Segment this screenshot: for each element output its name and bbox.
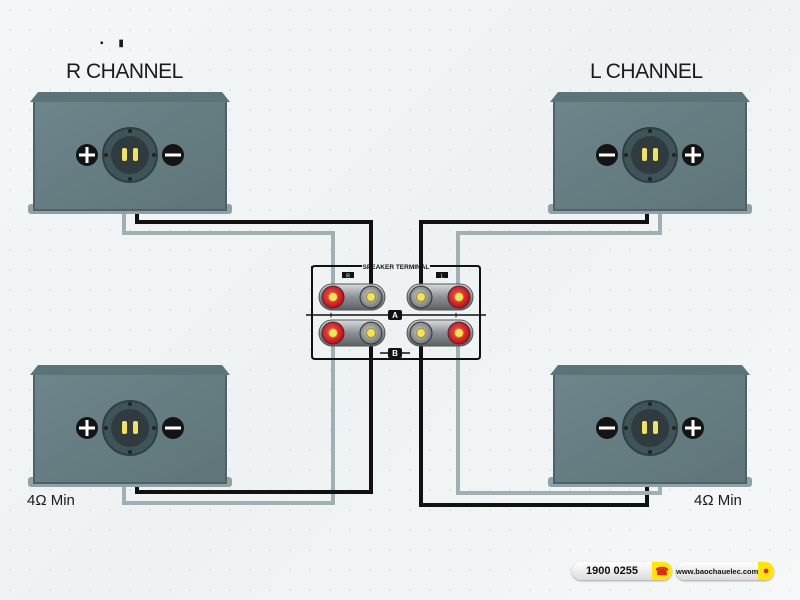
speaker-top: [30, 92, 230, 102]
terminal-pin: [366, 328, 376, 338]
tag-l-text: L: [441, 273, 444, 279]
r-channel-label: R CHANNEL: [66, 60, 183, 83]
port-screw: [128, 129, 132, 133]
port-screw: [624, 426, 628, 430]
sign-bar-v: [85, 420, 89, 436]
pin-1: [642, 421, 647, 434]
terminal-pin: [416, 292, 426, 302]
terminal-pair-l-a: [406, 283, 474, 311]
speaker-port-inner: [111, 409, 149, 447]
sign-bar-v: [691, 420, 695, 436]
port-screw: [128, 402, 132, 406]
port-screw: [128, 450, 132, 454]
port-screw: [104, 426, 108, 430]
pin-2: [133, 421, 138, 434]
sign-bar: [165, 426, 181, 430]
sign-bar-v: [691, 147, 695, 163]
pin-2: [133, 148, 138, 161]
port-screw: [648, 402, 652, 406]
port-screw: [648, 450, 652, 454]
minus-mark-r: −: [365, 310, 370, 320]
speaker-top: [550, 365, 750, 375]
port-screw: [152, 153, 156, 157]
speaker-l-bottom: [548, 365, 752, 487]
plus-mark-r: +: [328, 310, 333, 320]
terminal-pin: [328, 292, 338, 302]
port-screw: [128, 177, 132, 181]
globe-icon: ●: [758, 562, 774, 580]
speaker-port-inner: [111, 136, 149, 174]
sign-bar-v: [85, 147, 89, 163]
tag-l: [436, 272, 448, 278]
tag-r-text: R: [346, 273, 350, 279]
website-pill[interactable]: www.baochauelec.com ●: [676, 562, 774, 580]
port-screw: [152, 426, 156, 430]
pin-2: [653, 148, 658, 161]
row-a-label: A: [392, 311, 398, 320]
speaker-port-inner: [631, 136, 669, 174]
speaker-r-top: [28, 92, 232, 214]
pin-1: [122, 148, 127, 161]
row-b-label: B: [392, 349, 398, 358]
row-a-badge: [388, 310, 402, 320]
phone-number: 1900 0255: [586, 565, 638, 577]
terminal-pair-r-a: [318, 283, 386, 311]
plus-mark-l: +: [453, 310, 458, 320]
minus-mark-l: −: [418, 310, 423, 320]
sign-bar: [165, 153, 181, 157]
terminal-pair-l-b: [406, 319, 474, 347]
impedance-label-right: 4Ω Min: [694, 492, 742, 509]
terminal-pin: [454, 292, 464, 302]
port-screw: [672, 426, 676, 430]
pin-1: [642, 148, 647, 161]
terminal-pin: [416, 328, 426, 338]
speaker-port-inner: [631, 409, 669, 447]
sign-bar: [599, 426, 615, 430]
pin-1: [122, 421, 127, 434]
phone-pill[interactable]: 1900 0255 ☎: [572, 562, 672, 580]
port-screw: [624, 153, 628, 157]
terminal-pin: [328, 328, 338, 338]
port-screw: [648, 129, 652, 133]
tag-r: [342, 272, 354, 278]
impedance-label-left: 4Ω Min: [27, 492, 75, 509]
row-b-badge: [388, 348, 402, 358]
port-screw: [672, 153, 676, 157]
speaker-terminal-panel: SPEAKER TERMINAL R L A B + − − +: [306, 264, 486, 360]
sign-bar: [599, 153, 615, 157]
terminal-pin: [366, 292, 376, 302]
l-channel-label: L CHANNEL: [590, 60, 703, 83]
speaker-l-top: [548, 92, 752, 214]
port-screw: [648, 177, 652, 181]
terminal-pin: [454, 328, 464, 338]
speaker-r-bottom: [28, 365, 232, 487]
terminal-pair-r-b: [318, 319, 386, 347]
speakers: [28, 92, 752, 487]
port-screw: [104, 153, 108, 157]
terminal-title: SPEAKER TERMINAL: [363, 264, 430, 271]
speaker-top: [550, 92, 750, 102]
website-url: www.baochauelec.com: [676, 566, 759, 576]
phone-icon: ☎: [652, 562, 672, 580]
pin-2: [653, 421, 658, 434]
speaker-top: [30, 365, 230, 375]
top-marks: ▪ ▮: [100, 38, 130, 49]
